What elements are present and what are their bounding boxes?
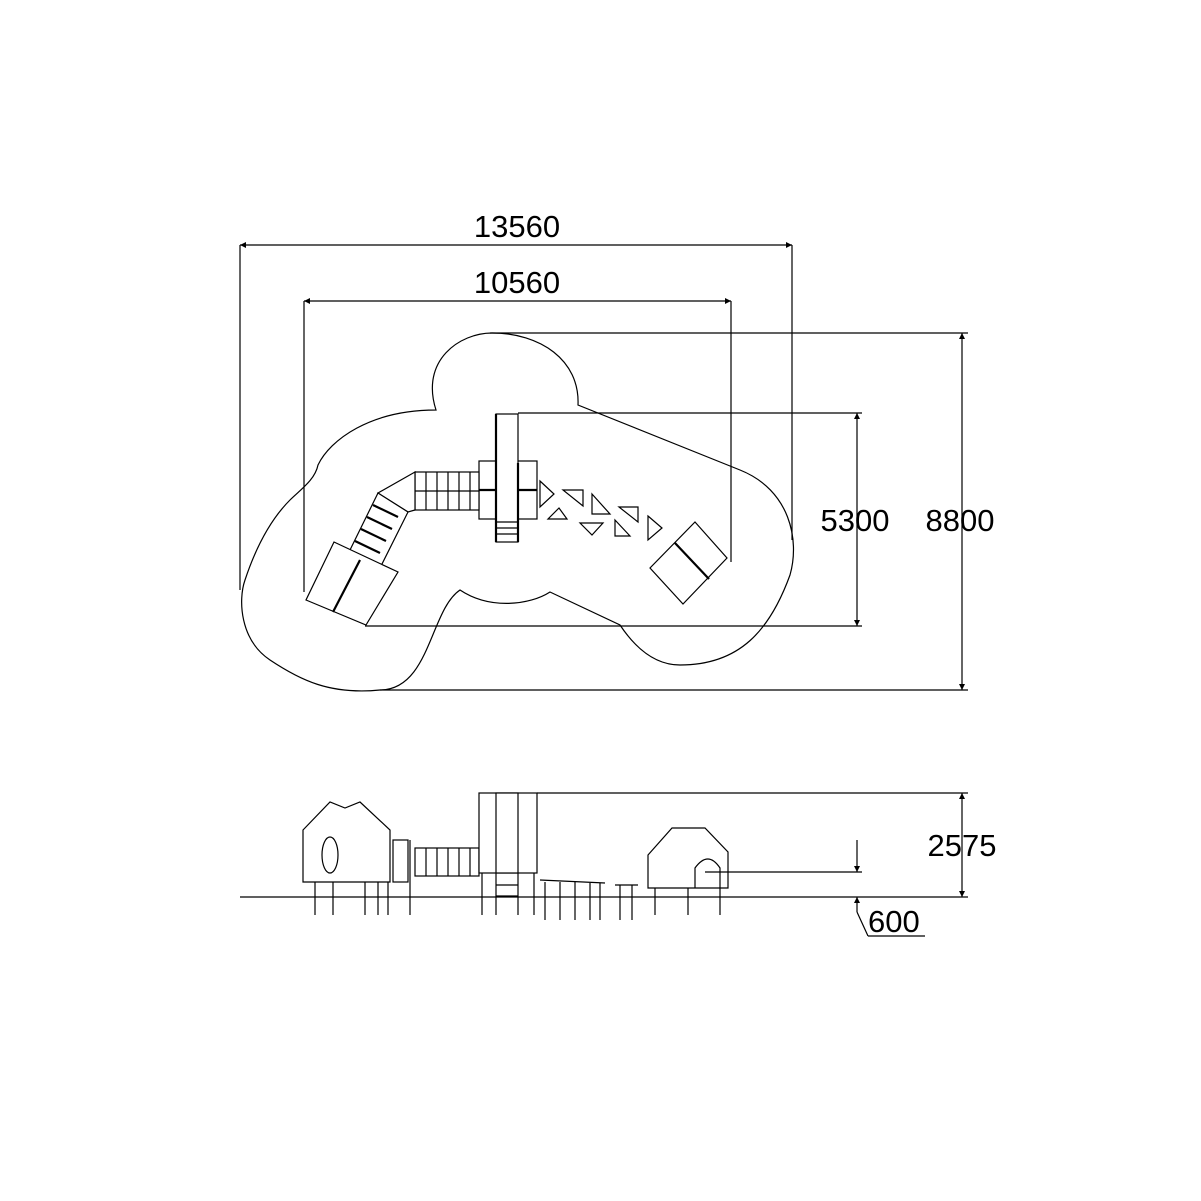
dimension-equipment-length: 10560 — [303, 265, 732, 592]
safety-zone-outline — [241, 332, 795, 692]
dimension-label-platform-height: 600 — [868, 904, 920, 939]
elevation-view: 2575 600 — [240, 792, 997, 939]
equipment-plan — [305, 413, 728, 626]
dimension-label-max-height: 2575 — [928, 828, 997, 863]
dimension-platform-height: 600 — [705, 840, 925, 939]
stepping-posts — [539, 879, 638, 920]
stepping-stones — [539, 479, 663, 542]
dimension-equipment-width: 5300 — [365, 412, 890, 627]
dimension-label-equipment-width: 5300 — [821, 503, 890, 538]
plan-view: 13560 10560 8800 5300 — [239, 209, 995, 692]
dimension-label-overall-width: 8800 — [926, 503, 995, 538]
dimension-overall-length: 13560 — [239, 209, 793, 590]
dimension-label-equipment-length: 10560 — [474, 265, 560, 300]
dimension-max-height: 2575 — [537, 792, 997, 898]
dimension-overall-width: 8800 — [380, 332, 995, 691]
dimension-label-overall-length: 13560 — [474, 209, 560, 244]
